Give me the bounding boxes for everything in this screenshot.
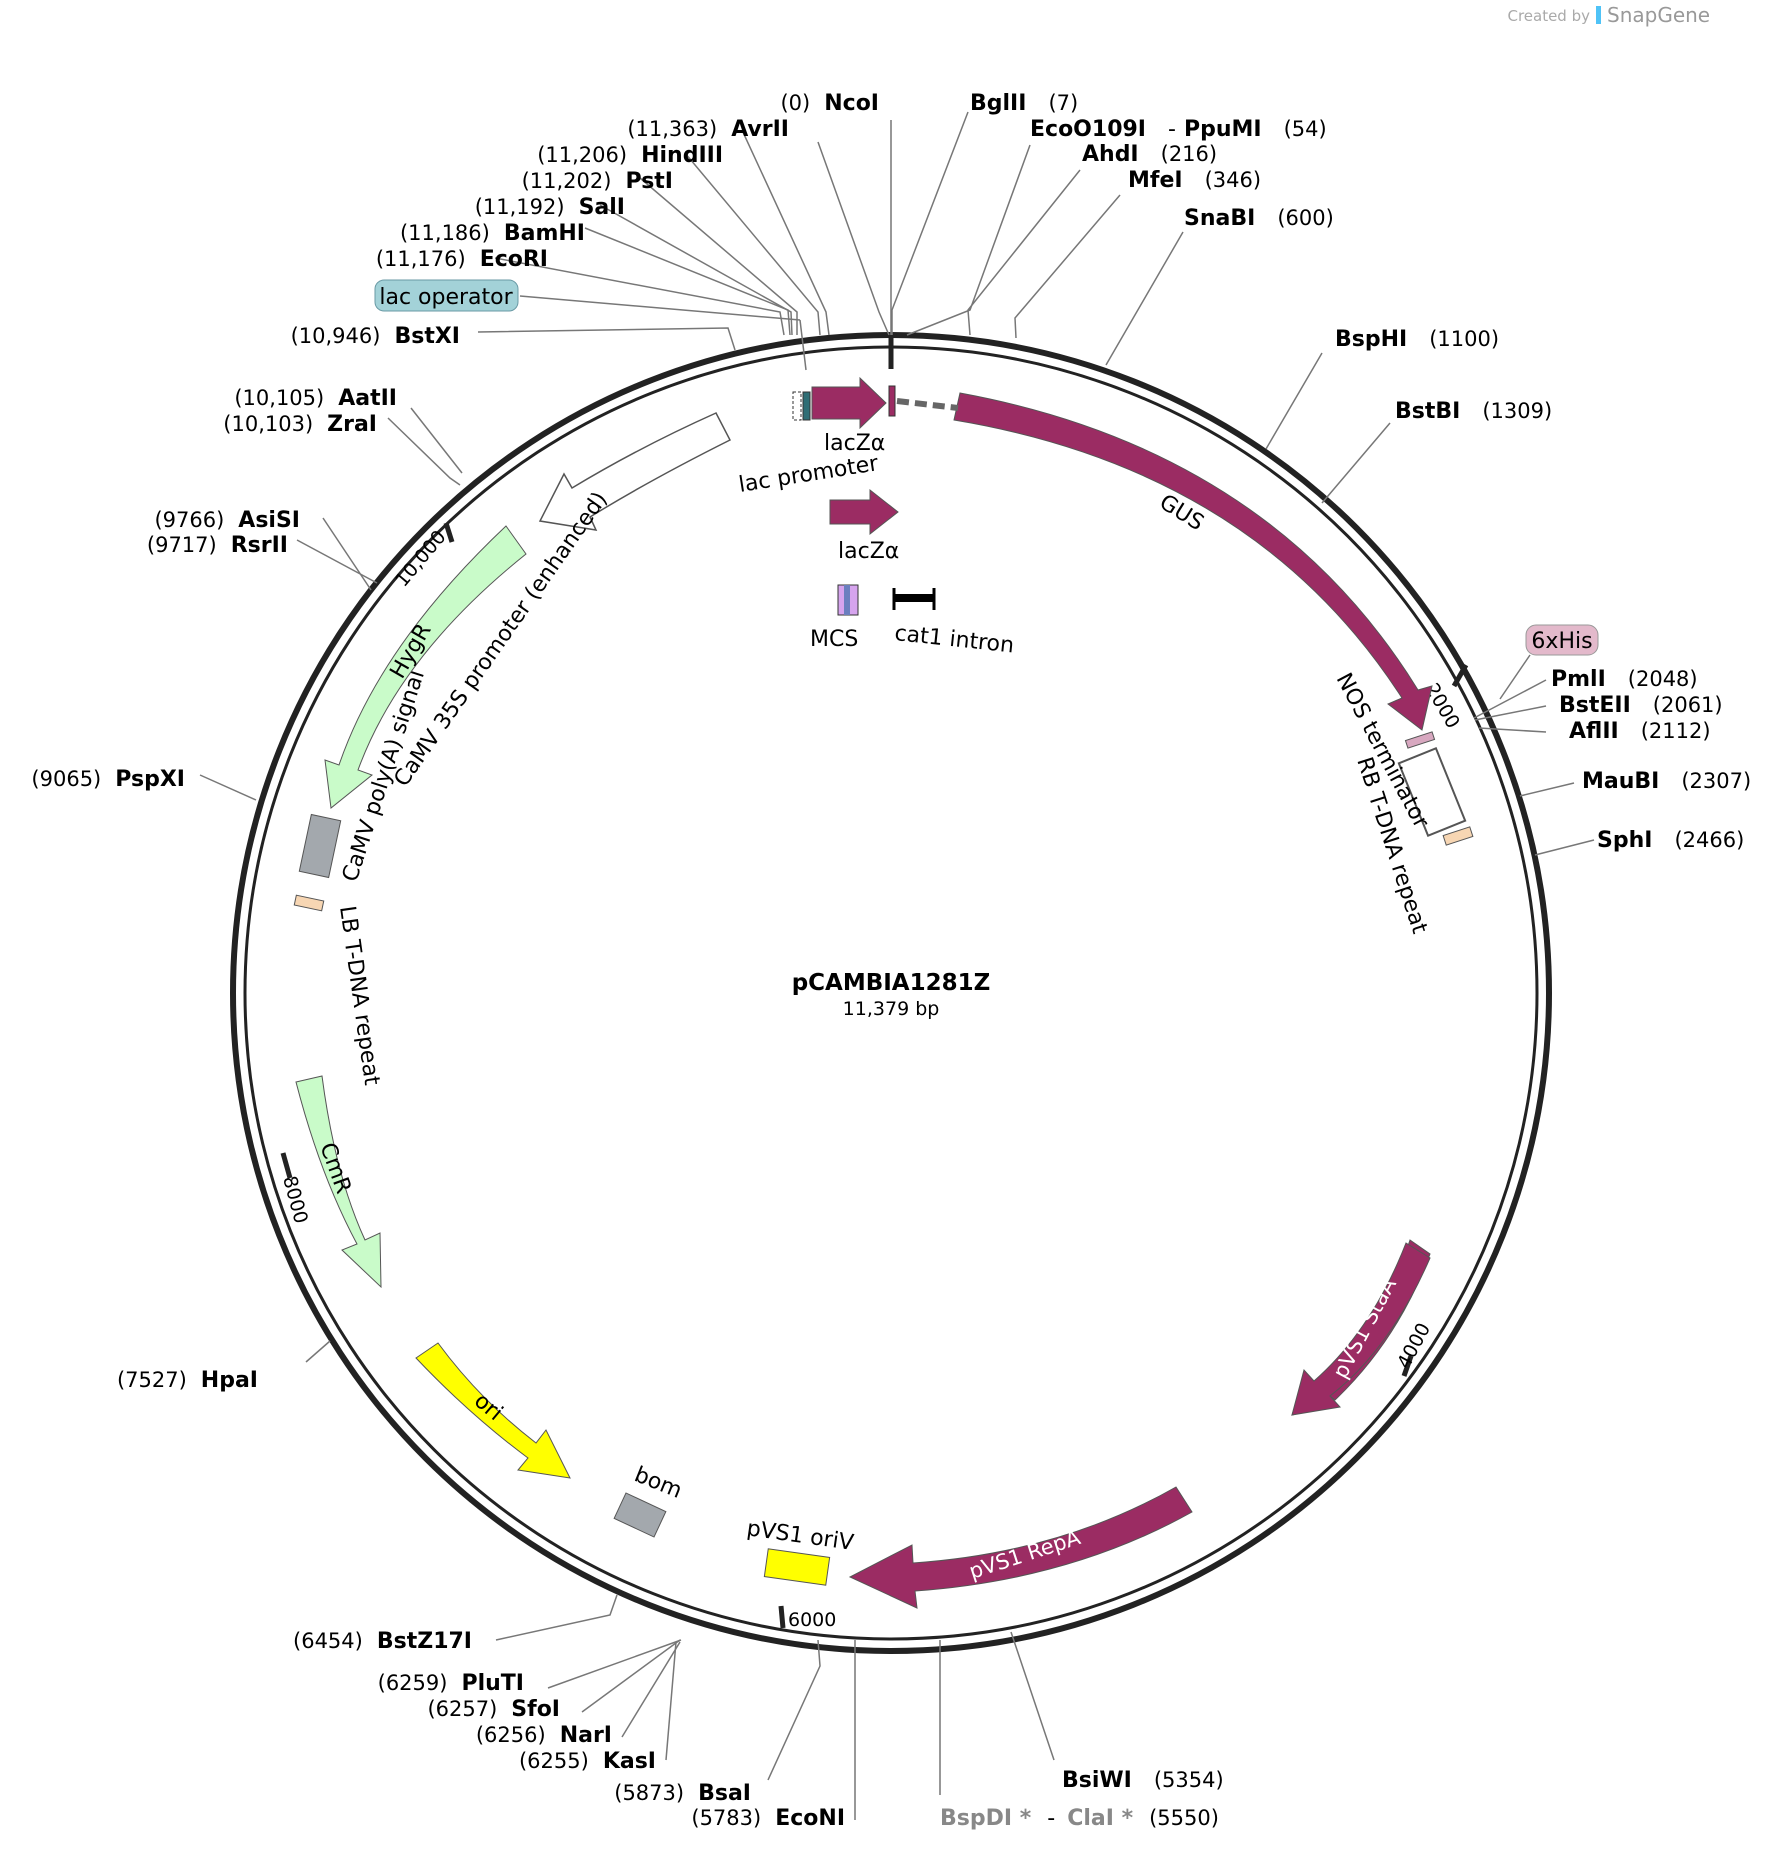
site-leaders — [199, 111, 1595, 1820]
camv-polya-marker[interactable] — [298, 813, 342, 879]
lac-promoter-label: lac promoter — [737, 451, 881, 498]
site-ecori[interactable]: (11,176)EcoRI — [376, 247, 548, 272]
pvs1-oriv-marker[interactable] — [763, 1548, 831, 1586]
bom-marker[interactable] — [613, 1492, 667, 1538]
site-bsphi[interactable]: BspHI(1100) — [1335, 327, 1499, 352]
lacz-alpha-arrow-2[interactable] — [829, 488, 899, 536]
lac-region — [792, 376, 896, 430]
plasmid-name: pCAMBIA1281Z — [792, 970, 991, 996]
pvs1-repa-arrow[interactable] — [848, 1486, 1193, 1609]
plasmid-length: 11,379 bp — [843, 998, 940, 1020]
site-bsai[interactable]: (5873)BsaI — [614, 1781, 751, 1806]
site-kasi[interactable]: (6255)KasI — [519, 1749, 656, 1774]
cmr-arrow[interactable] — [295, 1075, 382, 1289]
tick-marks — [280, 336, 1469, 1629]
cmr-label: CmR — [314, 1140, 355, 1197]
lacz-alpha-label-1: lacZα — [824, 431, 885, 456]
lacz-alpha-arrow-1[interactable] — [811, 376, 887, 430]
site-bstxi[interactable]: (10,946)BstXI — [291, 324, 460, 349]
ori-arrow[interactable] — [415, 1342, 571, 1479]
hygr-arrow[interactable] — [324, 525, 527, 809]
site-bsteii[interactable]: BstEII(2061) — [1559, 693, 1723, 718]
snapgene-logo-icon — [1596, 6, 1601, 24]
site-sfoi[interactable]: (6257)SfoI — [427, 1697, 560, 1722]
rb-repeat-box[interactable] — [1397, 747, 1467, 837]
site-bspdi[interactable]: BspDI *-ClaI *(5550) — [940, 1806, 1219, 1831]
site-econi[interactable]: (5783)EcoNI — [691, 1806, 845, 1831]
gus-arrow[interactable] — [953, 392, 1433, 731]
site-bstz17i[interactable]: (6454)BstZ17I — [293, 1629, 472, 1654]
pvs1-oriv-label: pVS1 oriV — [745, 1516, 855, 1556]
cat1-intron-marker[interactable] — [892, 588, 936, 610]
site-snabi[interactable]: SnaBI(600) — [1184, 206, 1334, 231]
site-bglii[interactable]: BglII(7) — [970, 91, 1078, 116]
camv35s-arrow[interactable] — [538, 412, 732, 531]
site-hindiii[interactable]: (11,206)HindIII — [537, 143, 723, 168]
site-pluti[interactable]: (6259)PluTI — [378, 1671, 524, 1696]
lacz-alpha-label-2: lacZα — [838, 539, 899, 564]
lac-operator-label: lac operator — [379, 285, 513, 310]
his-tag-label: 6xHis — [1531, 629, 1592, 654]
site-avrii[interactable]: (11,363)AvrII — [627, 117, 789, 142]
tick-label-6000: 6000 — [788, 1609, 836, 1631]
site-aflii[interactable]: AflII(2112) — [1569, 719, 1711, 744]
tick-label-4000: 4000 — [1393, 1319, 1435, 1372]
site-zrai[interactable]: (10,103)ZraI — [223, 412, 377, 437]
tick-label-8000: 8000 — [278, 1174, 312, 1226]
site-maubi[interactable]: MauBI(2307) — [1582, 769, 1751, 794]
lac-operator-badge — [374, 279, 519, 312]
pvs1-staa-arrow-body — [1291, 1242, 1431, 1416]
credit-text: Created by — [1507, 7, 1590, 25]
snapgene-brand: SnapGene — [1607, 3, 1710, 27]
site-mfei[interactable]: MfeI(346) — [1128, 168, 1261, 193]
site-bsiwi[interactable]: BsiWI(5354) — [1062, 1768, 1224, 1793]
his-tag-badge — [1525, 624, 1599, 656]
site-psti[interactable]: (11,202)PstI — [522, 169, 673, 194]
site-bstbi[interactable]: BstBI(1309) — [1395, 399, 1552, 424]
hygr-label: HygR — [386, 620, 437, 683]
lac-operator-leader — [519, 295, 801, 321]
site-nari[interactable]: (6256)NarI — [476, 1723, 612, 1748]
site-rsrii[interactable]: (9717)RsrII — [147, 533, 288, 558]
lb-repeat-label: LB T-DNA repeat — [334, 904, 384, 1087]
site-sphi[interactable]: SphI(2466) — [1597, 828, 1744, 853]
mcs-marker[interactable] — [837, 584, 859, 616]
lac-operator-leader-2 — [799, 319, 807, 371]
site-aatii[interactable]: (10,105)AatII — [234, 386, 397, 411]
nos-terminator-marker[interactable] — [1442, 826, 1474, 846]
mcs-label: MCS — [810, 627, 858, 652]
cat1-intron-link — [896, 398, 959, 411]
site-hpai[interactable]: (7527)HpaI — [117, 1368, 258, 1393]
his-tag-marker[interactable] — [1404, 731, 1436, 749]
site-pmli[interactable]: PmlI(2048) — [1551, 667, 1698, 692]
site-pspxi[interactable]: (9065)PspXI — [31, 767, 185, 792]
his-tag-leader — [1499, 654, 1531, 700]
cat1-intron-label: cat1 intron — [893, 621, 1015, 658]
site-eco0109i[interactable]: EcoO109I-PpuMI(54) — [1030, 117, 1327, 142]
site-bamhi[interactable]: (11,186)BamHI — [400, 221, 585, 246]
lb-repeat-marker[interactable] — [293, 894, 325, 912]
site-ncoi[interactable]: (0)NcoI — [780, 91, 879, 116]
site-sali[interactable]: (11,192)SalI — [475, 195, 625, 220]
site-ahdi[interactable]: AhdI(216) — [1082, 142, 1217, 167]
site-asisi[interactable]: (9766)AsiSI — [154, 508, 300, 533]
bom-label: bom — [631, 1462, 686, 1503]
